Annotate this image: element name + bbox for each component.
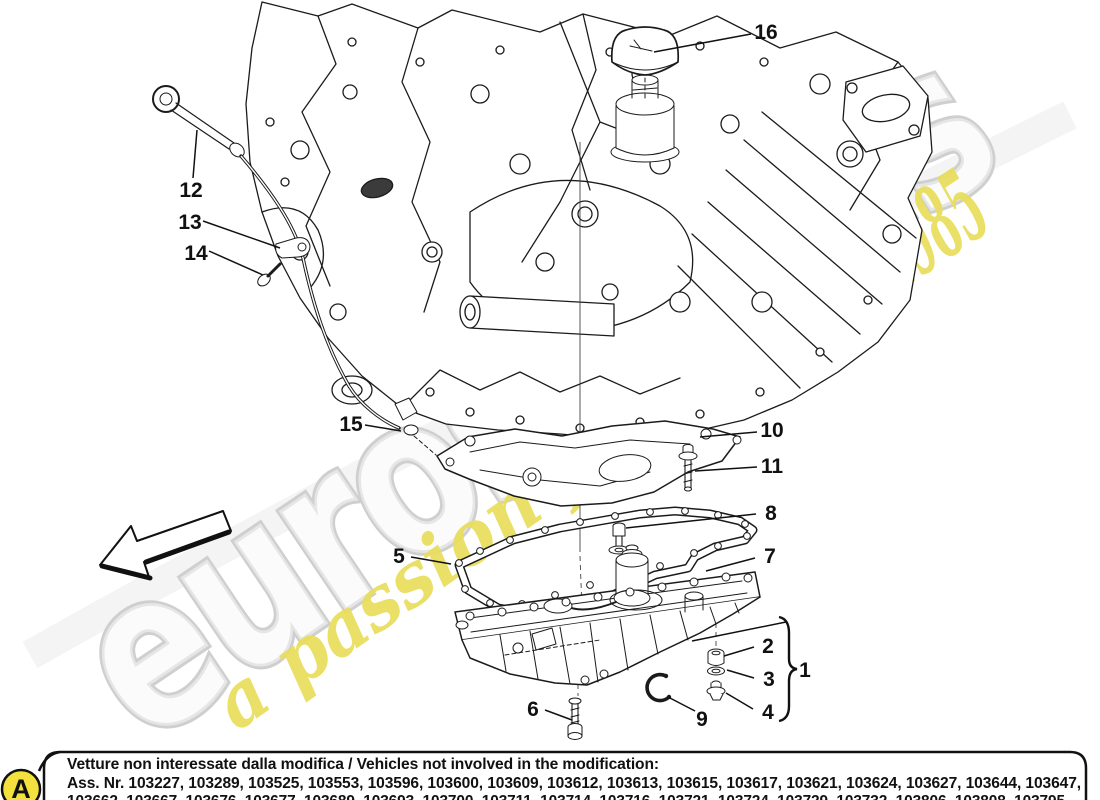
callout-14: 14	[184, 242, 264, 276]
engine-block-illustration	[245, 1, 933, 441]
baffle-bolt	[678, 444, 698, 492]
note-line-2: Ass. Nr. 103227, 103289, 103525, 103553,…	[67, 775, 1081, 792]
note-line-3: 103662, 103667, 103676, 103677, 103689, …	[67, 793, 1066, 800]
callout-7: 7	[705, 545, 776, 572]
callout-16: 16	[653, 21, 778, 53]
oil-filler-cap	[610, 26, 680, 163]
dipstick-end-plug	[394, 397, 418, 421]
callout-label-1: 1	[799, 659, 811, 682]
pan-bolt-6	[567, 697, 583, 740]
callout-label-4: 4	[762, 701, 774, 724]
drain-plug-4	[706, 680, 726, 701]
oil-sump-pan	[454, 544, 761, 686]
pan-face-ribs	[499, 602, 740, 685]
callout-5: 5	[393, 545, 452, 568]
callout-label-3: 3	[763, 668, 775, 691]
callout-label-12: 12	[179, 179, 202, 202]
callout-8: 8	[625, 502, 777, 529]
callouts: 16 12 13 14 15 5 6 9	[178, 21, 811, 731]
callout-label-10: 10	[760, 419, 783, 442]
dipstick-assembly	[152, 85, 437, 456]
note-line-1: Vetture non interessate dalla modifica /…	[67, 756, 659, 773]
callout-6: 6	[527, 698, 573, 721]
callout-13: 13	[178, 211, 281, 249]
direction-arrow-icon	[99, 510, 232, 581]
callout-10: 10	[699, 419, 784, 442]
callout-1: 1	[691, 615, 811, 723]
callout-label-11: 11	[761, 455, 784, 478]
oil-pump-assembly	[543, 544, 663, 614]
pan-bolt-8	[608, 522, 630, 555]
callout-15: 15	[339, 413, 402, 436]
hatched-boss	[360, 177, 394, 199]
callout-label-15: 15	[339, 413, 363, 436]
callout-3: 3	[726, 668, 775, 691]
pan-flange-bosses	[465, 572, 753, 685]
callout-label-6: 6	[527, 698, 539, 721]
callout-label-7: 7	[764, 545, 776, 568]
circlip	[645, 672, 672, 703]
callout-label-8: 8	[765, 502, 777, 525]
callout-label-14: 14	[184, 242, 208, 265]
note-badge-circle	[0, 768, 42, 800]
modification-note: A Vetture non interessate dalla modifica…	[0, 750, 1088, 800]
group-bracket	[778, 615, 798, 723]
callout-9: 9	[667, 696, 708, 731]
callout-label-2: 2	[762, 635, 774, 658]
callout-label-9: 9	[696, 708, 708, 731]
callout-11: 11	[694, 455, 784, 478]
dipstick-seal-washer	[403, 424, 419, 436]
callout-12: 12	[179, 129, 203, 202]
callout-label-13: 13	[178, 211, 201, 234]
callout-label-5: 5	[393, 545, 405, 568]
note-badge-letter: A	[11, 774, 31, 800]
sump-baffle-plate	[436, 420, 742, 507]
callout-2: 2	[723, 635, 774, 658]
callout-label-16: 16	[754, 21, 777, 44]
note-box-connector	[37, 750, 61, 772]
drain-plug-stack	[706, 648, 726, 701]
callout-4: 4	[725, 692, 774, 724]
